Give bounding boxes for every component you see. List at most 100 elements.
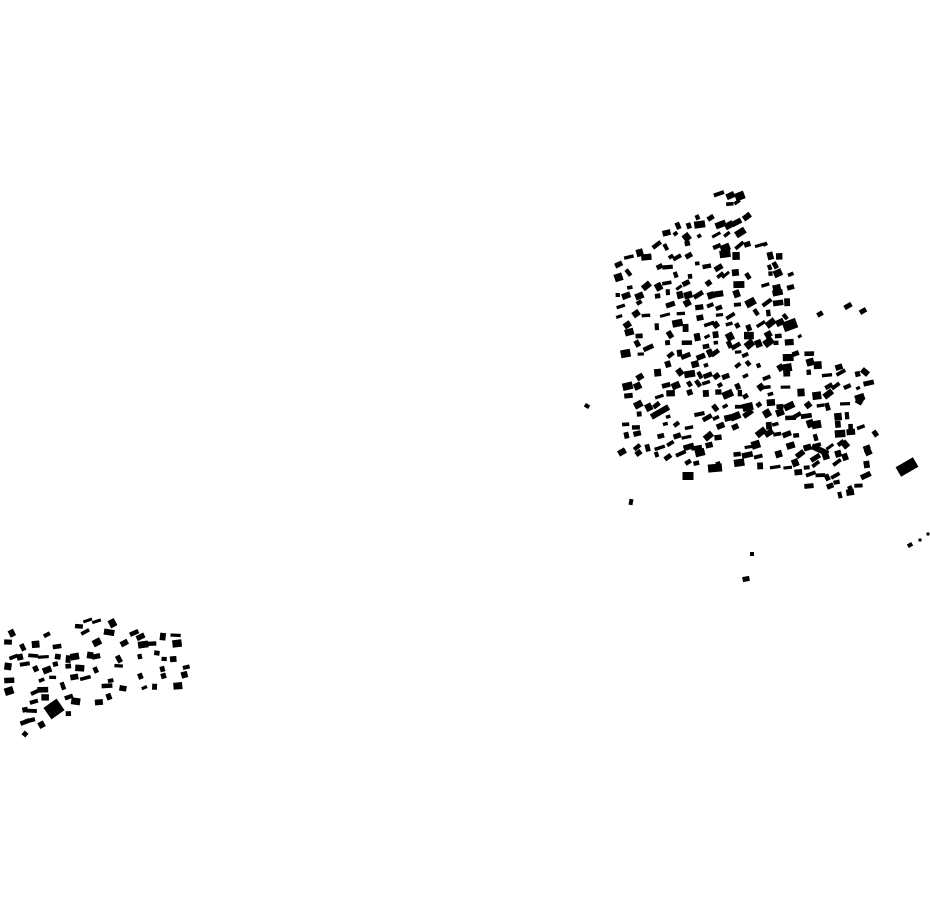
building <box>676 290 684 300</box>
building <box>809 452 822 463</box>
building <box>725 191 736 201</box>
building <box>676 349 683 357</box>
building <box>641 313 651 318</box>
building <box>753 453 763 460</box>
building <box>28 653 39 658</box>
building <box>661 280 672 286</box>
building <box>707 463 723 473</box>
building <box>663 452 673 462</box>
building <box>640 280 652 292</box>
building <box>32 665 40 673</box>
building <box>622 320 633 330</box>
building <box>854 370 861 378</box>
building <box>785 441 796 450</box>
building <box>783 370 791 377</box>
building <box>843 301 853 311</box>
building <box>118 685 127 692</box>
building <box>653 451 660 458</box>
building <box>54 653 62 660</box>
building <box>655 263 664 271</box>
building <box>49 675 57 680</box>
building <box>730 217 743 228</box>
building <box>114 654 124 664</box>
building <box>822 388 835 400</box>
building <box>830 381 841 391</box>
building <box>790 411 802 421</box>
building <box>621 422 630 427</box>
building <box>830 471 841 480</box>
building <box>863 460 871 469</box>
building <box>734 322 741 329</box>
building <box>742 373 749 379</box>
building <box>69 652 80 661</box>
building <box>8 653 19 661</box>
building <box>683 369 696 379</box>
building <box>628 498 634 506</box>
building <box>854 394 866 406</box>
building <box>716 382 724 389</box>
building <box>805 470 817 478</box>
building <box>681 340 693 345</box>
building <box>772 299 784 307</box>
building <box>743 338 756 351</box>
building <box>664 339 671 346</box>
building <box>141 685 148 691</box>
building <box>105 692 113 701</box>
building <box>734 361 742 369</box>
building <box>763 427 775 438</box>
building <box>664 360 672 369</box>
building <box>651 240 663 250</box>
building <box>833 412 843 421</box>
building <box>713 190 725 198</box>
building <box>762 374 772 382</box>
building <box>676 311 686 316</box>
building <box>765 309 771 317</box>
building <box>760 385 771 390</box>
building <box>686 388 694 396</box>
building <box>713 290 724 298</box>
building <box>871 429 880 438</box>
building <box>26 708 37 713</box>
building <box>733 198 741 206</box>
building <box>766 398 776 407</box>
building <box>159 665 166 673</box>
building <box>803 400 813 410</box>
building <box>665 414 671 419</box>
building <box>806 369 812 376</box>
building <box>719 249 731 259</box>
building <box>632 381 643 391</box>
building <box>621 381 634 391</box>
building <box>773 340 779 346</box>
building <box>731 422 740 431</box>
building <box>19 643 27 652</box>
building <box>701 413 713 423</box>
building <box>834 363 844 371</box>
building <box>858 307 868 315</box>
building <box>810 443 830 457</box>
building <box>706 213 715 222</box>
building <box>723 230 731 238</box>
building <box>623 254 634 260</box>
building <box>754 242 765 249</box>
building <box>665 300 676 309</box>
building <box>721 403 729 410</box>
building <box>692 289 705 300</box>
building <box>855 385 861 391</box>
building <box>840 439 851 450</box>
building <box>682 298 692 308</box>
building <box>825 442 835 451</box>
building <box>86 651 94 659</box>
building <box>745 323 753 332</box>
building <box>43 698 65 720</box>
building <box>661 229 672 237</box>
building <box>702 389 710 397</box>
building <box>793 432 800 438</box>
building <box>782 400 796 412</box>
building <box>721 270 731 279</box>
building <box>787 271 795 278</box>
building <box>173 681 183 690</box>
building <box>761 408 773 419</box>
building <box>730 341 742 351</box>
building <box>774 449 783 459</box>
building <box>626 285 633 290</box>
